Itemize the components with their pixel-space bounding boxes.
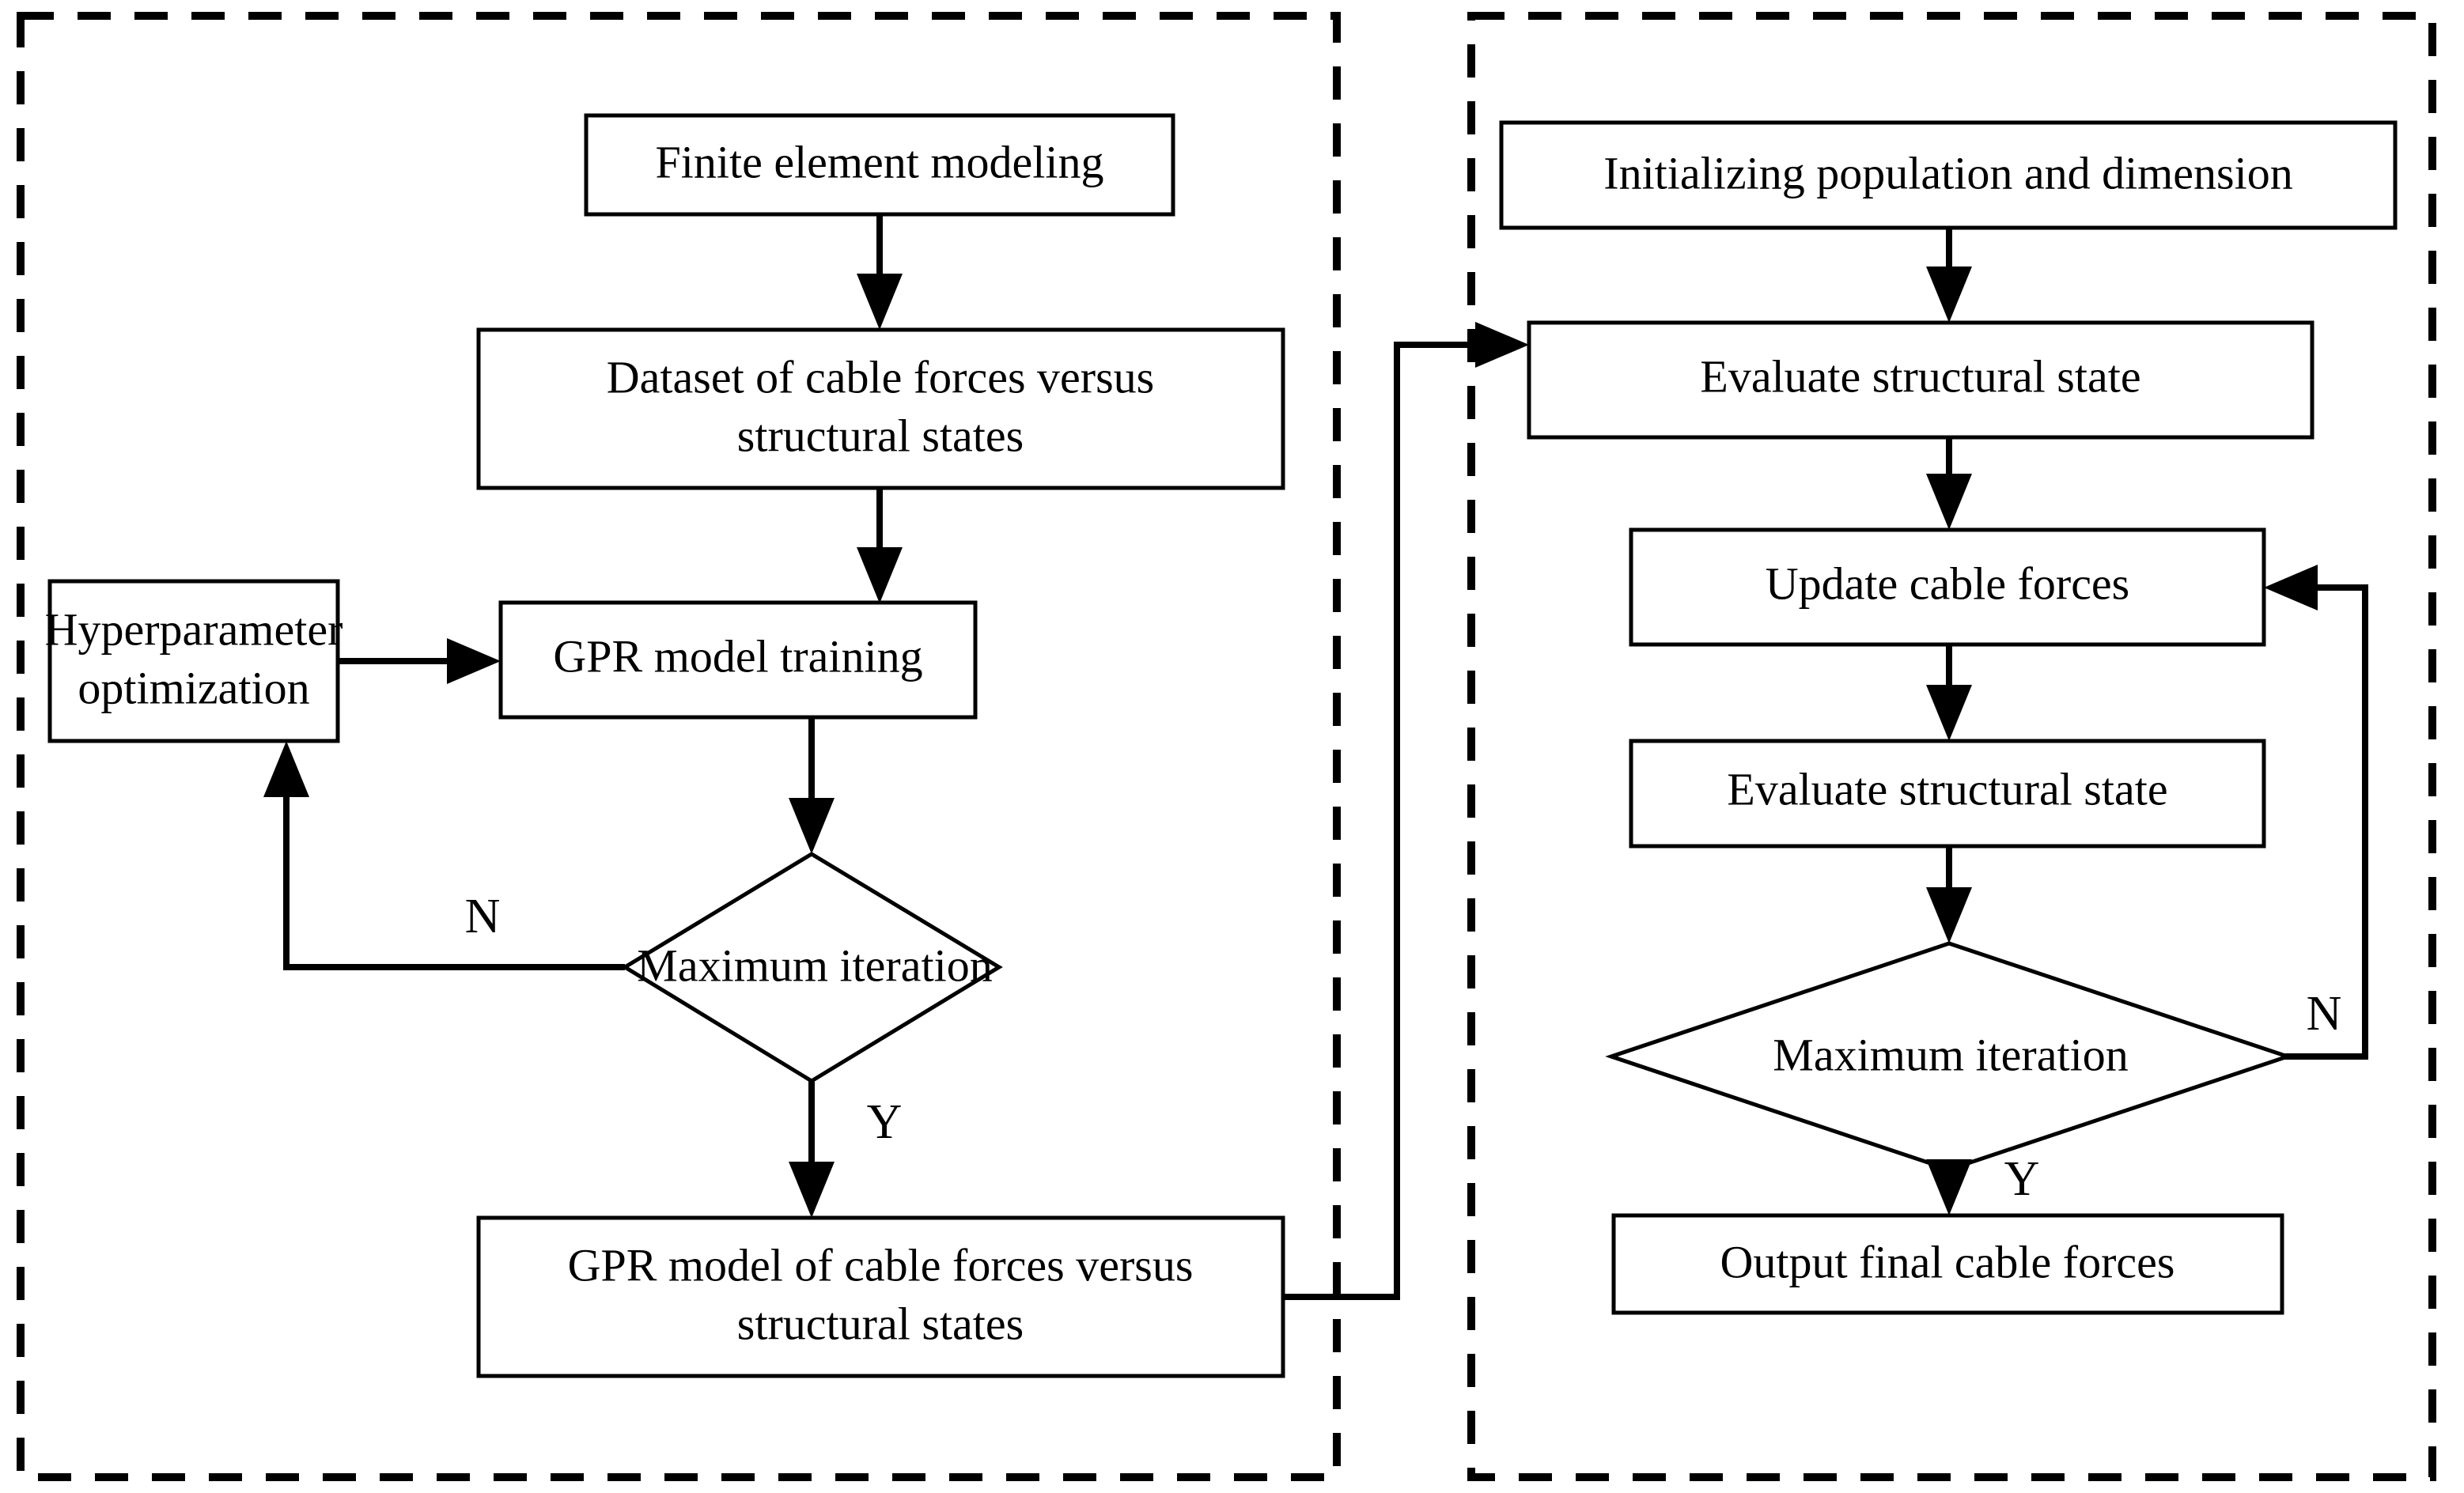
arrowhead-update-to-evaluate2 <box>1926 685 1972 741</box>
node-initializing-population[interactable] <box>1499 120 2398 230</box>
node-initializing-population-label: Initializing population and dimension <box>1603 147 2292 198</box>
arrowhead-evaluate2-to-decision <box>1926 887 1972 943</box>
node-maximum-iteration-right-label: Maximum iteration <box>1773 1029 2128 1080</box>
arrowhead-gpr-training-to-decision <box>789 798 835 854</box>
node-evaluate-structural-state-2-label: Evaluate structural state <box>1727 763 2167 815</box>
arrowhead-dataset-to-gpr-training <box>857 547 903 603</box>
node-hyperparameter-optimization-label-line1: Hyperparameter <box>45 603 343 655</box>
node-finite-element-modeling-label: Finite element modeling <box>655 136 1103 187</box>
node-evaluate-structural-state-1-label: Evaluate structural state <box>1700 350 2140 402</box>
node-hyperparameter-optimization[interactable] <box>47 579 340 743</box>
right-panel-border <box>1467 12 2436 1481</box>
node-dataset-cable-forces[interactable] <box>476 327 1285 490</box>
node-gpr-model-training[interactable] <box>498 600 978 720</box>
node-gpr-model-output[interactable] <box>476 1215 1285 1378</box>
node-gpr-model-output-label-line2: structural states <box>737 1298 1024 1349</box>
node-hyperparameter-optimization-label-line2: optimization <box>78 662 309 713</box>
arrowhead-decision-no-right-to-update <box>2264 565 2318 610</box>
node-output-final-cable-forces-label: Output final cable forces <box>1720 1236 2175 1287</box>
node-dataset-cable-forces-label-line1: Dataset of cable forces versus <box>607 351 1154 403</box>
arrowhead-decision-yes-left <box>789 1162 835 1218</box>
arrowhead-fem-to-dataset <box>857 274 903 330</box>
node-gpr-model-output-label-line1: GPR model of cable forces versus <box>568 1239 1194 1291</box>
node-update-cable-forces-label: Update cable forces <box>1766 558 2130 609</box>
left-panel-border <box>17 12 1341 1481</box>
arrowhead-decision-no-to-hyperparam <box>263 741 309 797</box>
node-update-cable-forces[interactable] <box>1629 527 2266 647</box>
branch-label-no-right: N <box>2307 987 2342 1041</box>
branch-label-no-left: N <box>465 890 501 943</box>
arrowhead-decision-yes-right <box>1926 1159 1972 1215</box>
branch-label-yes-right: Y <box>2004 1152 2040 1206</box>
branch-label-yes-left: Y <box>867 1095 903 1149</box>
node-output-final-cable-forces[interactable] <box>1611 1213 2284 1315</box>
arrowhead-evaluate1-to-update <box>1926 474 1972 530</box>
node-gpr-model-training-label: GPR model training <box>553 630 922 682</box>
node-dataset-cable-forces-label-line2: structural states <box>737 410 1024 461</box>
node-maximum-iteration-left-label: Maximum iteration <box>637 939 992 991</box>
arrowhead-hyperparam-to-gpr-training <box>447 638 501 684</box>
arrowhead-init-to-evaluate1 <box>1926 266 1972 323</box>
node-evaluate-structural-state-2[interactable] <box>1629 739 2266 849</box>
node-evaluate-structural-state-1[interactable] <box>1527 320 2314 440</box>
arrowhead-cross-panel <box>1475 322 1529 368</box>
